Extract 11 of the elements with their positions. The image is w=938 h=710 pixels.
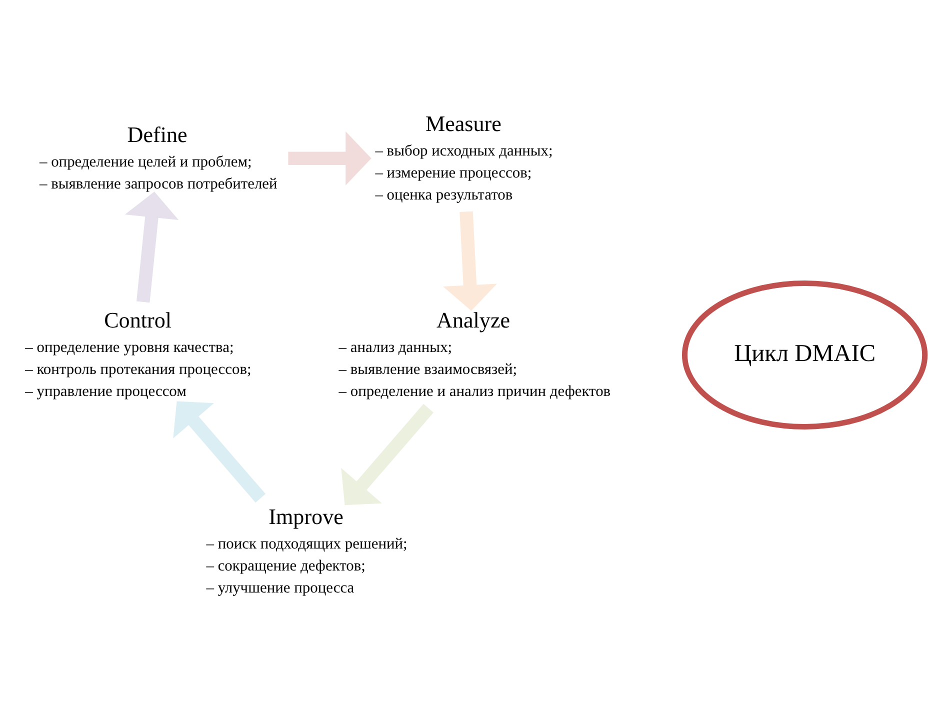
arrow	[173, 401, 266, 503]
node-text: Analyze – анализ данных; – выявление взаимосвязей; – определение и анализ причин дефектов	[338, 307, 611, 400]
node-text: Improve – поиск подходящих решений; – сокращение дефектов; – улучшение процесса	[206, 504, 408, 597]
arrow	[443, 211, 497, 311]
node-text: Control – определение уровня качества; – контроль протекания процессов; – управление процессом	[25, 307, 252, 400]
arrow	[341, 404, 434, 506]
node-text: Define – определение целей и проблем; – выявление запросов потребителей	[39, 122, 278, 192]
node-ellipse: Цикл DMAIC	[682, 280, 928, 430]
arrow	[124, 192, 179, 303]
arrow	[288, 131, 372, 186]
node-text: Measure – выбор исходных данных; – измерение процессов; – оценка результатов	[375, 110, 553, 204]
